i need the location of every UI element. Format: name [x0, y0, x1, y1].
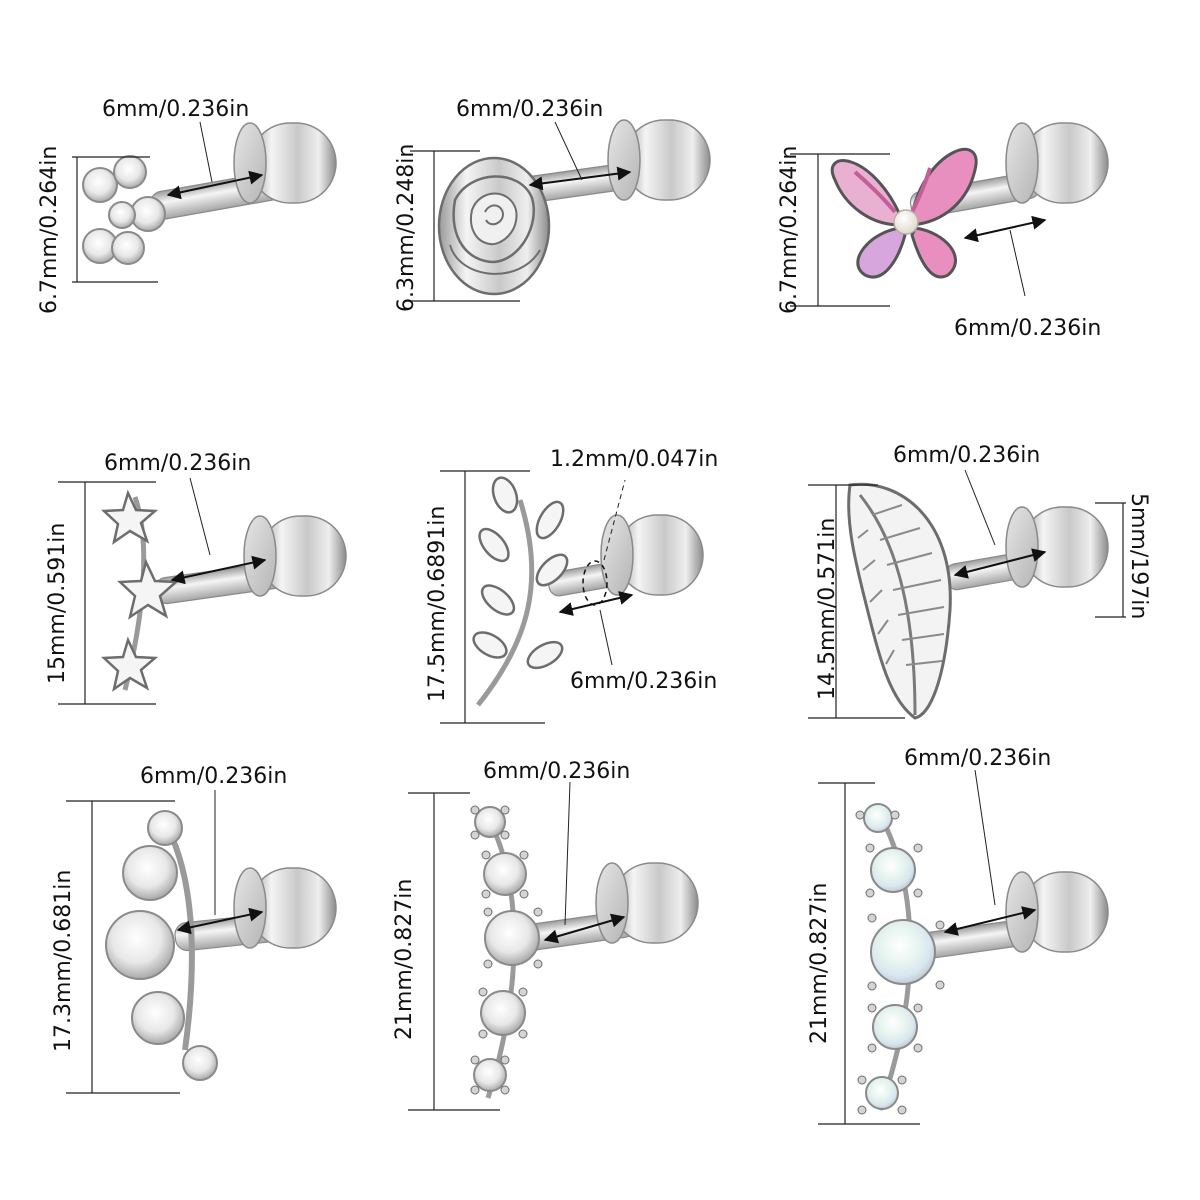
cz-climber-head-icon [470, 805, 543, 1099]
feather-head-icon [847, 482, 952, 720]
height-label: 15mm/0.591in [45, 523, 70, 684]
item-butterfly-stud: 6mm/0.236in 6.7mm/0.264in [777, 122, 1109, 341]
height-label: 21mm/0.827in [807, 883, 832, 1044]
height-label: 21mm/0.827in [392, 879, 417, 1040]
earring-post [514, 119, 711, 204]
earring-post [154, 515, 347, 605]
length-arrow [963, 215, 1047, 243]
earring-post [944, 506, 1109, 591]
length-arrow [543, 913, 626, 944]
earring-post [547, 514, 704, 597]
item-bubble-cz-stud: 6mm/0.236in 17.3mm/0.681in [51, 764, 337, 1094]
item-flower-stud: 6mm/0.236in 6.7mm/0.264in [37, 97, 337, 314]
item-rose-stud: 6mm/0.236in 6.3mm/0.248in [394, 97, 711, 312]
item-leaf-branch-stud: 1.2mm/0.047in 6mm/0.236in 17.5mm/0.6891i… [425, 447, 718, 724]
height-label: 6.3mm/0.248in [394, 144, 419, 312]
item-cz-climber-stud: 6mm/0.236in 21mm/0.827in [392, 759, 699, 1111]
height-label: 6.7mm/0.264in [37, 146, 62, 314]
item-opal-climber-stud: 6mm/0.236in 21mm/0.827in [807, 746, 1109, 1125]
length-arrow [953, 548, 1047, 579]
rose-head-icon [437, 156, 551, 296]
length-label: 6mm/0.236in [954, 316, 1101, 341]
earring-post [149, 122, 337, 220]
leaf-branch-head-icon [472, 476, 569, 707]
length-label: 6mm/0.236in [104, 451, 251, 476]
length-label: 6mm/0.236in [140, 764, 287, 789]
opal-climber-head-icon [855, 803, 945, 1115]
butterfly-head-icon [830, 147, 978, 279]
bubble-head-icon [105, 810, 218, 1081]
length-label: 6mm/0.236in [904, 746, 1051, 771]
height-label: 14.5mm/0.571in [815, 518, 840, 700]
item-three-star-stud: 6mm/0.236in 15mm/0.591in [45, 451, 347, 705]
height-label: 17.5mm/0.6891in [425, 506, 450, 702]
earring-post [174, 867, 337, 952]
length-label: 6mm/0.236in [483, 759, 630, 784]
ball-size-label: 5mm/197in [1126, 493, 1151, 619]
length-arrow [558, 591, 634, 616]
length-arrow [176, 907, 264, 935]
item-feather-stud: 6mm/0.236in 5mm/197in 14.5mm/0.571in [808, 443, 1151, 720]
earring-post [519, 862, 699, 951]
height-label: 6.7mm/0.264in [777, 146, 802, 314]
length-label: 6mm/0.236in [456, 97, 603, 122]
length-arrow [166, 170, 264, 200]
flower-head-icon [82, 155, 166, 265]
length-label: 6mm/0.236in [893, 443, 1040, 468]
length-arrow [170, 555, 267, 585]
height-label: 17.3mm/0.681in [51, 870, 76, 1052]
gauge-label: 1.2mm/0.047in [550, 447, 718, 472]
length-label: 6mm/0.236in [570, 669, 717, 694]
length-arrow [528, 166, 632, 191]
star-head-icon [100, 489, 180, 692]
length-arrow [943, 906, 1037, 936]
length-label: 6mm/0.236in [102, 97, 249, 122]
